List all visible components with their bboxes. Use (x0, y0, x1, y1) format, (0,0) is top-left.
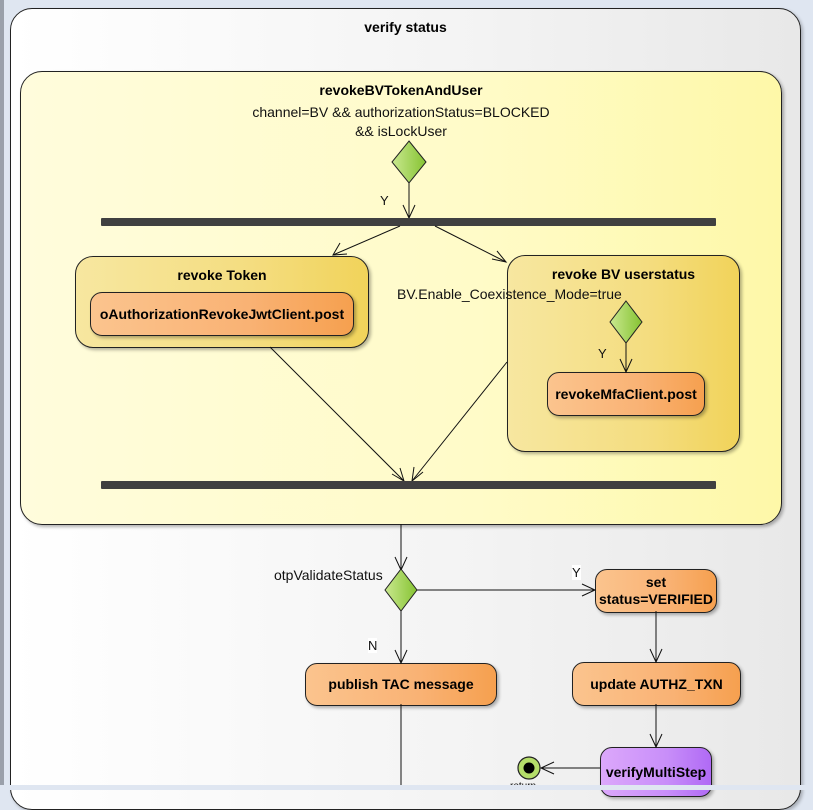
region-guard-line-2: && isLockUser (355, 123, 447, 139)
diagram-connectors (101, 140, 716, 790)
flow-fork-to-revoke-token (332, 225, 401, 256)
join-bar (101, 481, 716, 489)
region-title: revokeBVTokenAndUser (319, 82, 483, 98)
fork-bar (101, 218, 716, 226)
flow-revoke-token-to-join (269, 346, 405, 482)
coexistence-yes-label: Y (598, 346, 607, 361)
arrowhead (539, 761, 555, 775)
final-node-return[interactable] (517, 756, 541, 780)
flow-fork-to-revoke-bv (434, 225, 507, 263)
arrowhead (581, 583, 597, 597)
arrowhead (619, 358, 633, 374)
window-bottom-edge (0, 785, 813, 790)
activity-title: verify status (364, 19, 447, 35)
otp-decision-label: otpValidateStatus (274, 567, 383, 583)
action-revoke-mfa-client[interactable]: revokeMfaClient.post (547, 372, 705, 416)
subactivity-revoke-bv-userstatus[interactable]: revoke BV userstatus (507, 255, 740, 452)
otp-yes-label: Y (572, 565, 581, 580)
region-yes-label: Y (380, 193, 389, 208)
otp-decision-diamond (384, 568, 418, 612)
coexistence-decision-diamond (609, 300, 643, 344)
subactivity-title: revoke Token (177, 267, 267, 283)
flow-revoke-bv-to-join (411, 361, 508, 482)
arrowhead (649, 648, 663, 664)
action-update-authz-txn[interactable]: update AUTHZ_TXN (572, 662, 741, 706)
arrowhead (649, 733, 663, 749)
region-decision-diamond (391, 140, 427, 184)
arrowhead (394, 649, 408, 665)
otp-no-label: N (368, 638, 378, 653)
action-oauth-revoke-jwt[interactable]: oAuthorizationRevokeJwtClient.post (90, 292, 354, 336)
region-guard: channel=BV && authorizationStatus=BLOCKE… (21, 103, 781, 141)
region-guard-line-1: channel=BV && authorizationStatus=BLOCKE… (252, 104, 550, 120)
arrowhead (491, 250, 508, 263)
action-set-status-verified[interactable]: set status=VERIFIED (595, 569, 717, 613)
action-publish-tac-message[interactable]: publish TAC message (305, 663, 497, 706)
subactivity-title: revoke BV userstatus (551, 266, 696, 282)
coexistence-guard-label: BV.Enable_Coexistence_Mode=true (397, 286, 622, 302)
action-set-status-text: set status=VERIFIED (599, 574, 713, 607)
final-node-dot (523, 762, 535, 774)
arrowhead (332, 242, 348, 256)
window-left-edge (0, 0, 4, 790)
